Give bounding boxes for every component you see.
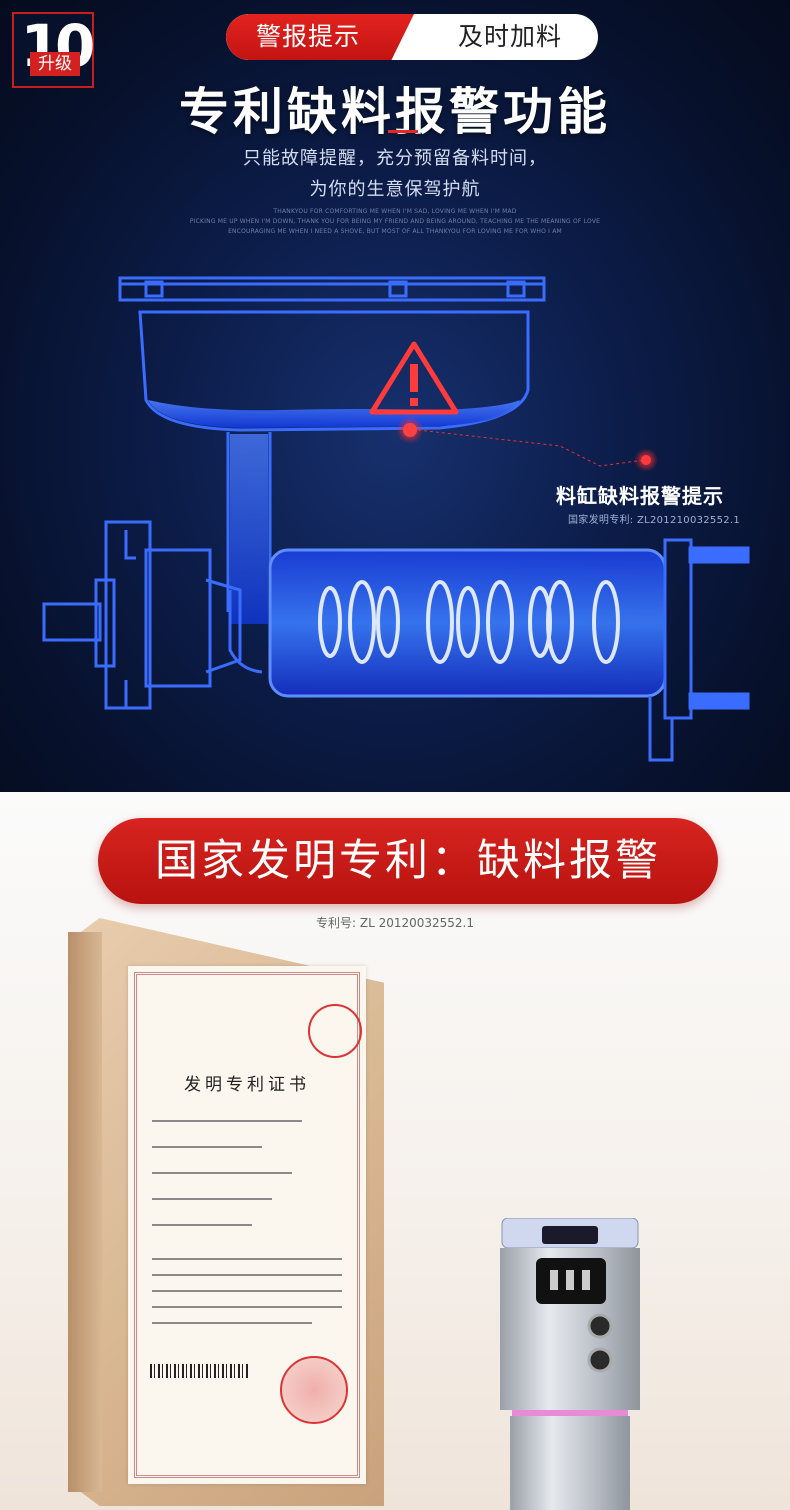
english-line-1: THANKYOU FOR COMFORTING ME WHEN I'M SAD,… [273,208,517,215]
hopper-cylinder-diagram [42,276,750,762]
english-line-2: PICKING ME UP WHEN I'M DOWN, THANK YOU F… [189,218,601,225]
page-title: 专利缺料报警功能 [179,83,611,141]
title-underline [388,130,418,133]
alarm-feature-section: 10 升级 警报提示 及时加料 专利缺料报警功能 只能故障提醒，充分预留备料时间… [0,0,790,792]
subtitle-line-2: 为你的生意保驾护航 [309,179,481,200]
red-dot-icon [634,448,658,472]
feature-tabs: 警报提示 及时加料 [226,14,598,60]
patent-section: 国家发明专利：缺料报警 专利号: ZL 20120032552.1 发明专利证书 [0,792,790,1510]
national-seal-icon [280,1356,348,1424]
patent-banner-text: 国家发明专利：缺料报警 [155,836,661,886]
alarm-patent: 国家发明专利: ZL201210032552.1 [568,515,741,526]
tab-refill[interactable]: 及时加料 [457,22,562,51]
tab-alarm[interactable]: 警报提示 [226,14,414,60]
certificate-frame: 发明专利证书 [68,918,384,1506]
certificate-paper: 发明专利证书 [128,966,366,1484]
english-line-3: ENCOURAGING ME WHEN I NEED A SHOVE, BUT … [228,228,562,235]
ice-cream-machine-image [500,1218,640,1510]
seal-icon [308,1004,362,1058]
upgrade-badge-label: 升级 [30,52,80,76]
patent-banner: 国家发明专利：缺料报警 [98,818,718,904]
certificate-title: 发明专利证书 [184,1075,310,1095]
warning-triangle-icon [369,341,459,415]
alarm-title: 料缸缺料报警提示 [556,484,724,508]
barcode-icon [150,1364,250,1378]
subtitle-line-1: 只能故障提醒，充分预留备料时间， [243,148,547,169]
patent-number: 专利号: ZL 20120032552.1 [315,916,474,930]
upgrade-badge: 10 升级 [12,12,95,88]
